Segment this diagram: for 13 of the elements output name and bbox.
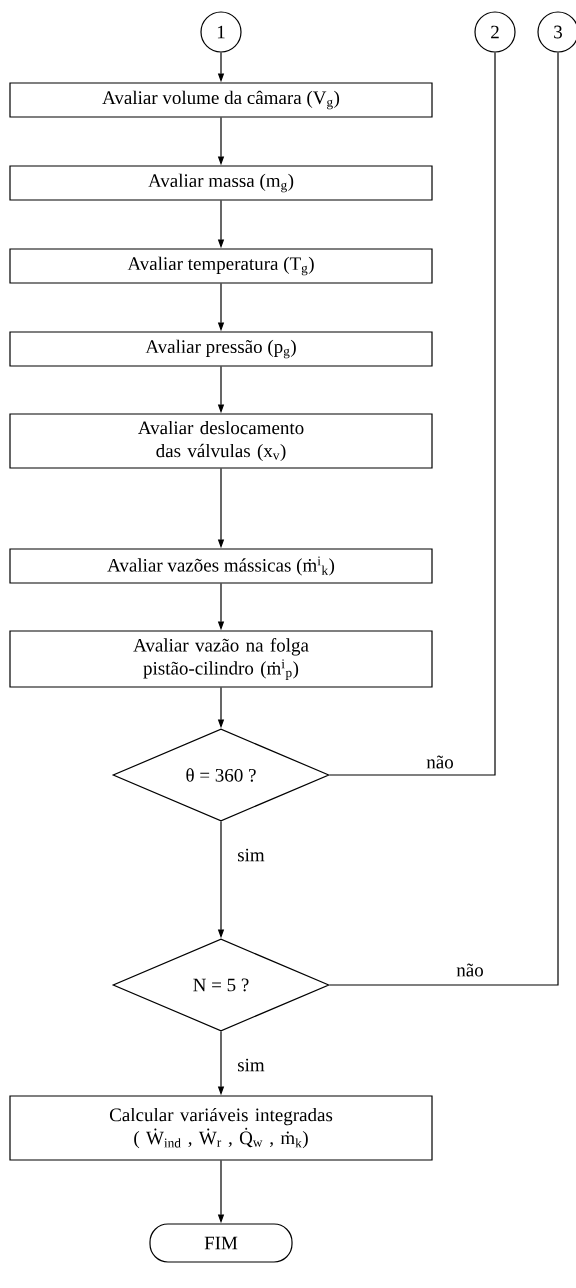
process-box: Avaliar massa (m$_{g}$) <box>9 165 433 201</box>
process-box: Avaliar volume da câmara (V$_{g}$) <box>9 82 433 118</box>
process-box: Calcular variáveis integradas ( Ẇ$_{ind}$ , Ẇ$_{r}$ , Q̇$_{w}$ , ṁ$_{k}$) <box>9 1095 433 1161</box>
terminal-box: FIM <box>149 1223 293 1263</box>
process-box: Avaliar temperatura (T$_{g}$) <box>9 248 433 284</box>
edge-label: sim <box>236 1057 266 1073</box>
edge-label: não <box>425 754 455 770</box>
process-box: Avaliar vazão na folga pistão-cilindro (ṁ$^{i}$$_{p}$) <box>9 630 433 688</box>
process-box: Avaliar vazões mássicas (ṁ$^{i}$$_{k}$) <box>9 548 433 584</box>
edge-label: não <box>455 962 485 978</box>
process-box: Avaliar deslocamento das válvulas (x$_{v}$) <box>9 413 433 469</box>
edge-label: sim <box>236 847 266 863</box>
process-box: Avaliar pressão (p$_{g}$) <box>9 331 433 367</box>
